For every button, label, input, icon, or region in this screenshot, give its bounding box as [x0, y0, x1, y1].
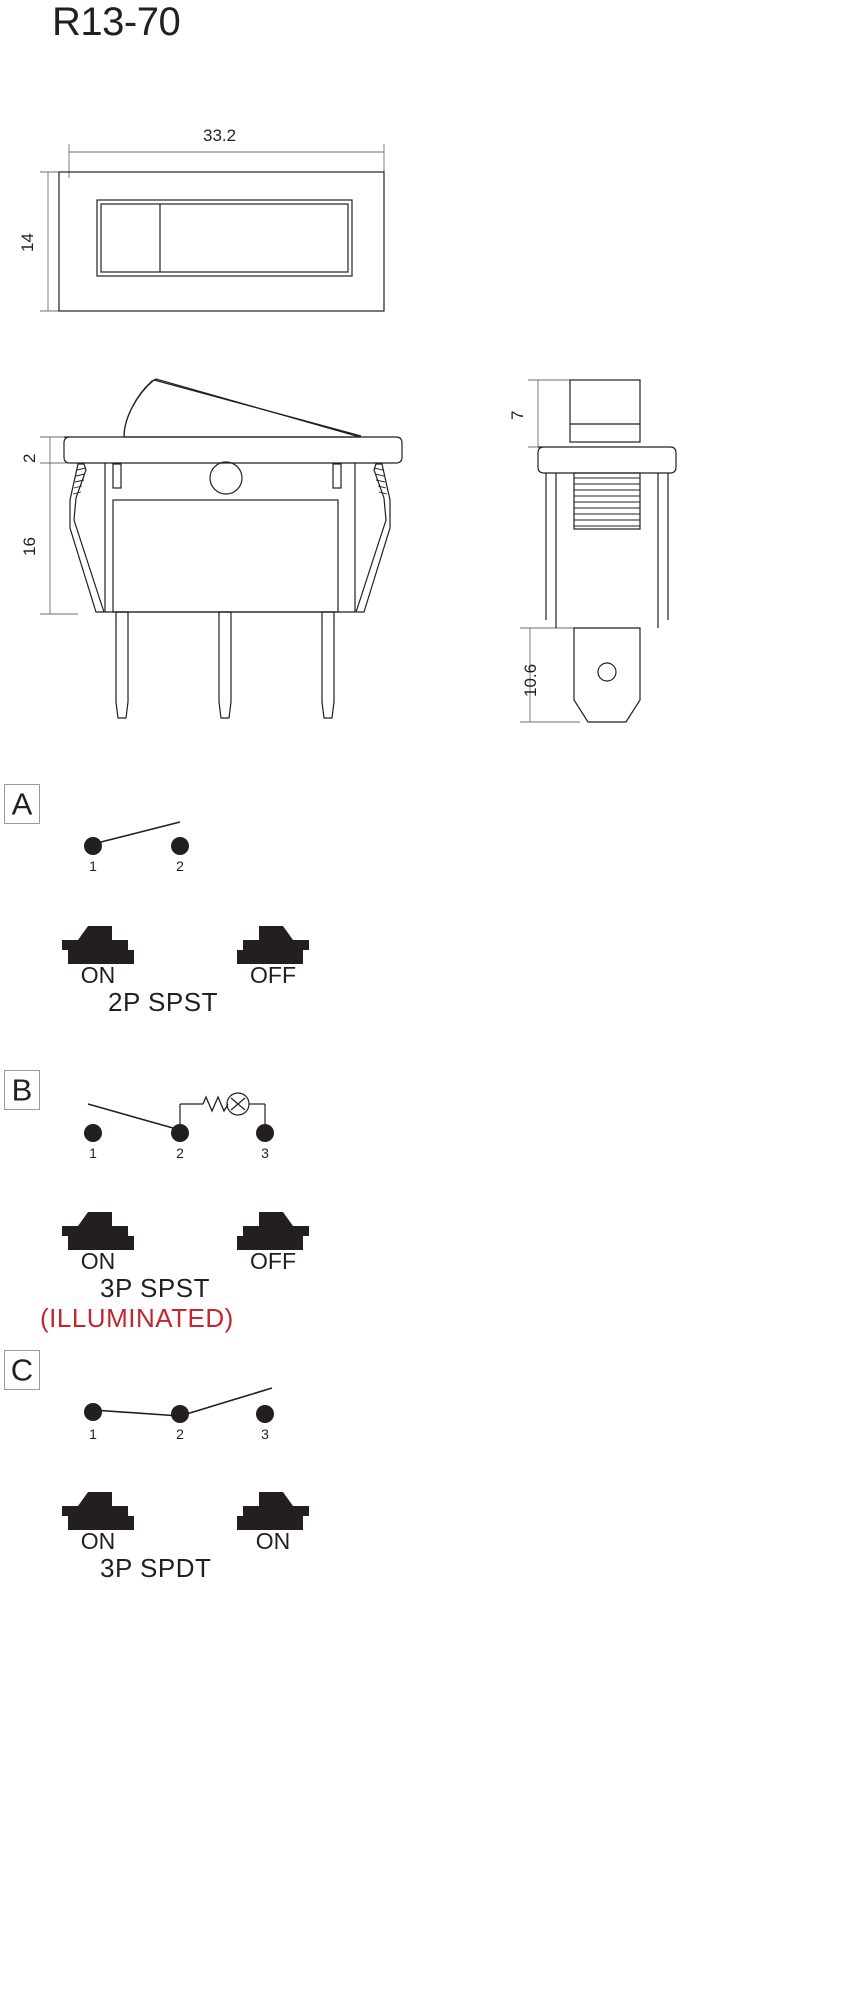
schematic-c-type-label: 3P SPDT: [100, 1553, 212, 1583]
schematic-c-geometry: [84, 1387, 274, 1423]
schematic-c-pin-3: 3: [261, 1426, 269, 1442]
schematic-c-key-label: C: [10, 1352, 34, 1388]
schematic-c-key-box: C: [4, 1350, 40, 1390]
schematic-b-pin-2: 2: [176, 1145, 184, 1161]
schematic-b-state-left: ON: [80, 1248, 116, 1274]
schematic-b-rocker-icons: [62, 1212, 309, 1250]
schematic-b-key-label: B: [11, 1072, 33, 1108]
schematic-b-geometry: [84, 1092, 274, 1142]
schematic-b-illuminated-label: (ILLUMINATED): [40, 1303, 234, 1333]
schematic-b-type-label: 3P SPST: [100, 1273, 210, 1303]
schematic-a-state-left: ON: [80, 962, 116, 988]
schematic-c-state-right: ON: [255, 1528, 291, 1554]
schematic-b-state-right: OFF: [250, 1248, 296, 1274]
schematic-c-rocker-icons: [62, 1492, 309, 1530]
dim-top-height: 14: [18, 233, 37, 252]
schematic-a-pin-2: 2: [176, 858, 184, 874]
schematic-c-state-left: ON: [80, 1528, 116, 1554]
schematic-a-pin-1: 1: [89, 858, 97, 874]
dim-top-width: 33.2: [203, 126, 237, 145]
schematic-b-key-box: B: [4, 1070, 40, 1110]
dim-side-terminal-height: 10.6: [521, 663, 540, 697]
schematic-b-pin-3: 3: [261, 1145, 269, 1161]
front-view-pins: [115, 611, 335, 719]
schematic-c-pin-2: 2: [176, 1426, 184, 1442]
schematic-b-pin-1: 1: [89, 1145, 97, 1161]
side-view-geometry: [520, 379, 677, 723]
schematic-a-state-right: OFF: [250, 962, 296, 988]
schematic-a-key-box: A: [4, 784, 40, 824]
dim-front-bezel-thickness: 2: [20, 453, 39, 463]
dim-front-body-height: 16: [20, 537, 39, 556]
schematic-c-pin-1: 1: [89, 1426, 97, 1442]
schematic-a-geometry: [84, 821, 189, 855]
dim-side-cap-height: 7: [508, 410, 527, 420]
schematic-a-key-label: A: [11, 786, 33, 822]
schematic-a-rocker-icons: [62, 926, 309, 964]
front-view-geometry: [40, 378, 403, 719]
schematic-a-type-label: 2P SPST: [108, 987, 218, 1017]
top-view-geometry: [40, 144, 385, 312]
page-title: R13-70: [52, 0, 181, 44]
